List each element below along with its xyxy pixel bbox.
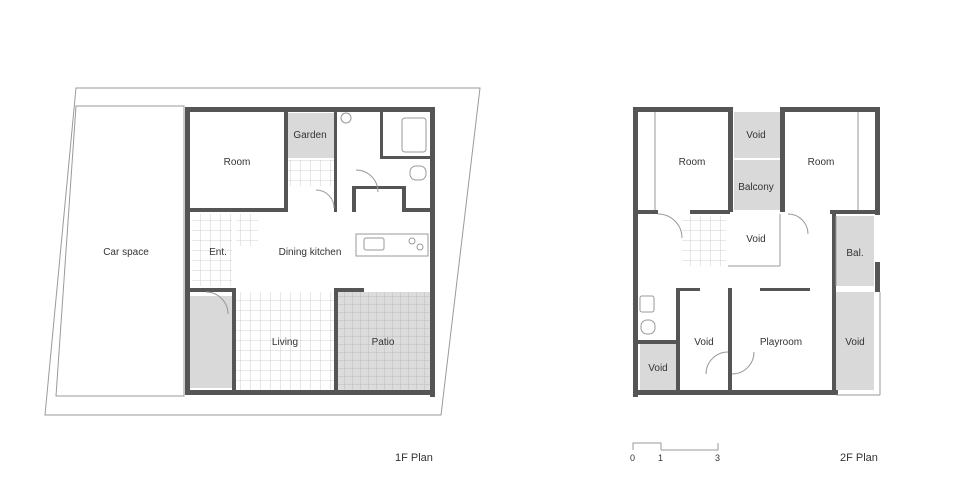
label-room-left: Room	[679, 157, 706, 168]
label-bal: Bal.	[846, 248, 863, 259]
bathtub	[401, 117, 427, 153]
scale-label-1: 1	[658, 453, 663, 463]
floor2-title: 2F Plan	[840, 452, 878, 464]
label-garden: Garden	[293, 130, 326, 141]
toilet	[409, 165, 427, 181]
wall	[633, 107, 638, 397]
void-small-area	[640, 344, 676, 390]
door-swing	[315, 189, 335, 209]
label-void-stair: Void	[746, 234, 765, 245]
door-swing	[787, 213, 809, 235]
label-room: Room	[224, 157, 251, 168]
sink	[363, 237, 385, 251]
label-dining-kitchen: Dining kitchen	[279, 247, 342, 258]
label-living: Living	[272, 337, 298, 348]
wall	[633, 390, 838, 395]
label-room-right: Room	[808, 157, 835, 168]
stair-treads-1f	[234, 294, 262, 312]
scale-bar: 0 1 3	[630, 442, 720, 463]
label-car-space: Car space	[103, 247, 149, 258]
label-void-small: Void	[648, 363, 667, 374]
basin	[340, 112, 352, 124]
label-entrance: Ent.	[209, 247, 227, 258]
wall	[830, 210, 880, 214]
side-area	[188, 296, 232, 388]
door-swing	[657, 213, 683, 239]
wall	[190, 288, 234, 292]
balcony-area	[734, 160, 780, 210]
garden-floor	[287, 113, 335, 158]
wall	[185, 290, 190, 395]
wall	[680, 288, 700, 291]
label-void-center: Void	[694, 337, 713, 348]
garden-steps	[288, 160, 334, 186]
floor2-plan: Room Void Room Balcony Void Bal. Void Vo…	[633, 107, 881, 464]
scale-label-0: 0	[630, 453, 635, 463]
label-patio: Patio	[372, 337, 395, 348]
stove-burner	[416, 243, 424, 251]
door-swing	[705, 351, 729, 375]
wall	[780, 107, 785, 212]
stair-1f	[236, 214, 258, 246]
wall	[352, 186, 356, 212]
wall	[728, 288, 732, 394]
label-void-top: Void	[746, 130, 765, 141]
wall	[334, 288, 338, 392]
wall	[638, 340, 678, 344]
wall	[185, 390, 435, 395]
stair-2f	[682, 216, 726, 266]
wall	[690, 210, 730, 214]
scale-label-3: 3	[715, 453, 720, 463]
wall	[875, 262, 880, 292]
label-balcony: Balcony	[738, 182, 774, 193]
patio-floor	[338, 292, 430, 390]
void-top-area	[734, 112, 780, 158]
wall	[832, 214, 836, 394]
label-void-right: Void	[845, 337, 864, 348]
wall	[633, 107, 733, 112]
toilet-2f	[640, 319, 656, 335]
entrance-floor	[192, 214, 232, 286]
wall	[782, 107, 880, 112]
wall	[185, 107, 190, 210]
stove-burner	[408, 237, 416, 245]
wall	[190, 208, 288, 212]
kitchen-counter	[355, 233, 429, 257]
wall	[875, 107, 880, 215]
scale-bar-line	[632, 442, 719, 451]
door-swing	[205, 291, 229, 315]
floor1-plan: Car space Room Garden Ent. Dining kitche…	[44, 87, 481, 464]
wall	[380, 156, 430, 159]
wall	[352, 186, 406, 189]
wall	[185, 210, 190, 290]
label-playroom: Playroom	[760, 337, 802, 348]
site-boundary	[44, 87, 481, 416]
wall	[728, 107, 733, 212]
car-space-outline	[55, 105, 185, 397]
floor1-title: 1F Plan	[395, 452, 433, 464]
wall	[185, 107, 435, 112]
wall	[334, 112, 337, 212]
wall	[284, 112, 288, 212]
wall	[334, 288, 364, 292]
wall	[430, 107, 435, 397]
wall	[638, 210, 658, 214]
wall	[406, 208, 430, 212]
basin-2f	[639, 295, 655, 313]
void-right-area	[836, 292, 874, 390]
wall	[402, 186, 406, 212]
door-swing	[355, 169, 379, 193]
wall	[760, 288, 810, 291]
wall	[380, 112, 383, 159]
door-swing	[731, 351, 755, 375]
wall	[232, 288, 236, 392]
bal-area	[836, 216, 874, 286]
